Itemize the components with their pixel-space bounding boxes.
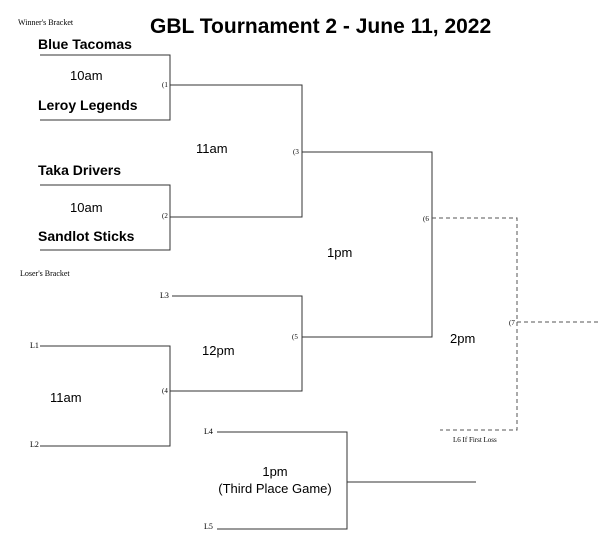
game1-time: 10am xyxy=(70,68,103,83)
game3-time: 11am xyxy=(196,141,228,156)
game1-marker: (1 xyxy=(162,81,168,89)
game7-time: 2pm xyxy=(450,331,476,346)
game7-marker: (7 xyxy=(509,319,515,327)
game3-bracket xyxy=(170,84,303,218)
third-place-slot-bottom: L5 xyxy=(204,522,213,531)
losers-bracket-label: Loser's Bracket xyxy=(20,269,70,278)
third-place-bracket xyxy=(217,431,348,530)
game6-time: 1pm xyxy=(327,245,353,260)
game4-slot-top: L1 xyxy=(30,341,39,350)
third-place-subtitle: (Third Place Game) xyxy=(218,481,332,496)
game5-bracket xyxy=(170,295,303,392)
third-place-slot-top: L4 xyxy=(204,427,213,436)
game2-marker: (2 xyxy=(162,212,168,220)
game2-team-top: Taka Drivers xyxy=(38,162,122,178)
game7-bracket xyxy=(432,217,518,431)
game1-team-bottom: Leroy Legends xyxy=(38,97,138,113)
game6-marker: (6 xyxy=(423,215,429,223)
third-place-label: 1pm (Third Place Game) xyxy=(205,463,345,497)
game3-marker: (3 xyxy=(293,148,299,156)
game4-marker: (4 xyxy=(162,387,168,395)
game4-time: 11am xyxy=(50,390,82,405)
game6-bracket xyxy=(302,151,433,338)
game2-time: 10am xyxy=(70,200,103,215)
game5-slot-top: L3 xyxy=(160,291,169,300)
game4-slot-bottom: L2 xyxy=(30,440,39,449)
game5-time: 12pm xyxy=(202,343,235,358)
game7-note: L6 If First Loss xyxy=(453,436,497,444)
winners-bracket-label: Winner's Bracket xyxy=(18,18,74,27)
game1-bracket xyxy=(40,54,171,121)
game1-team-top: Blue Tacomas xyxy=(38,36,132,52)
page-title: GBL Tournament 2 - June 11, 2022 xyxy=(150,15,492,38)
game2-team-bottom: Sandlot Sticks xyxy=(38,228,135,244)
game4-bracket xyxy=(40,345,171,447)
third-place-time: 1pm xyxy=(262,464,288,479)
game5-marker: (5 xyxy=(292,333,298,341)
